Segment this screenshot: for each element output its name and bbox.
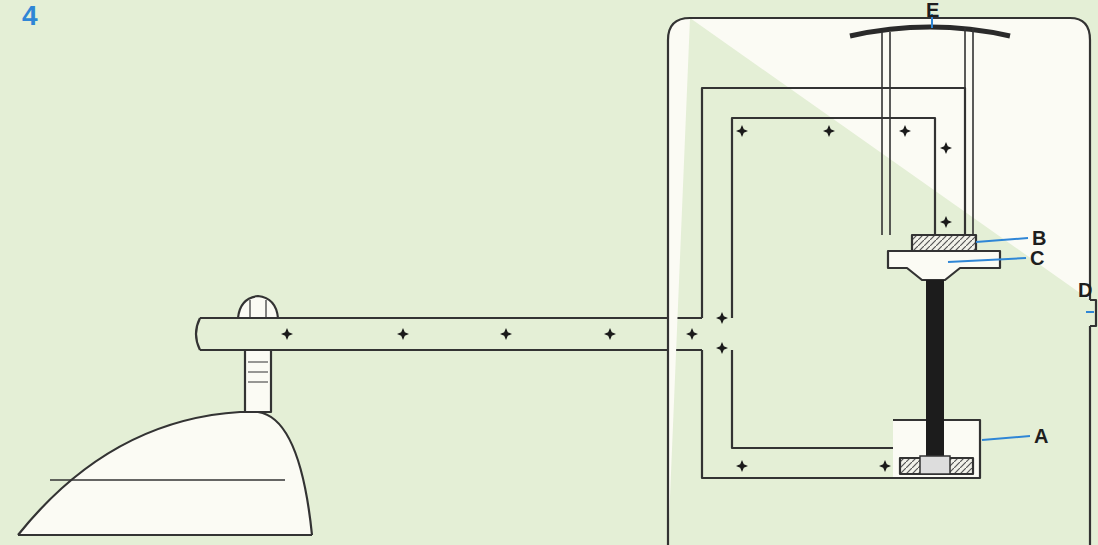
callout-letter: B: [1032, 228, 1046, 248]
callout-letter: A: [1034, 426, 1048, 446]
callout-letter: E: [926, 0, 939, 20]
figure-number: 4: [22, 2, 38, 30]
callout-letter: D: [1078, 280, 1092, 300]
callout-letter: C: [1030, 248, 1044, 268]
